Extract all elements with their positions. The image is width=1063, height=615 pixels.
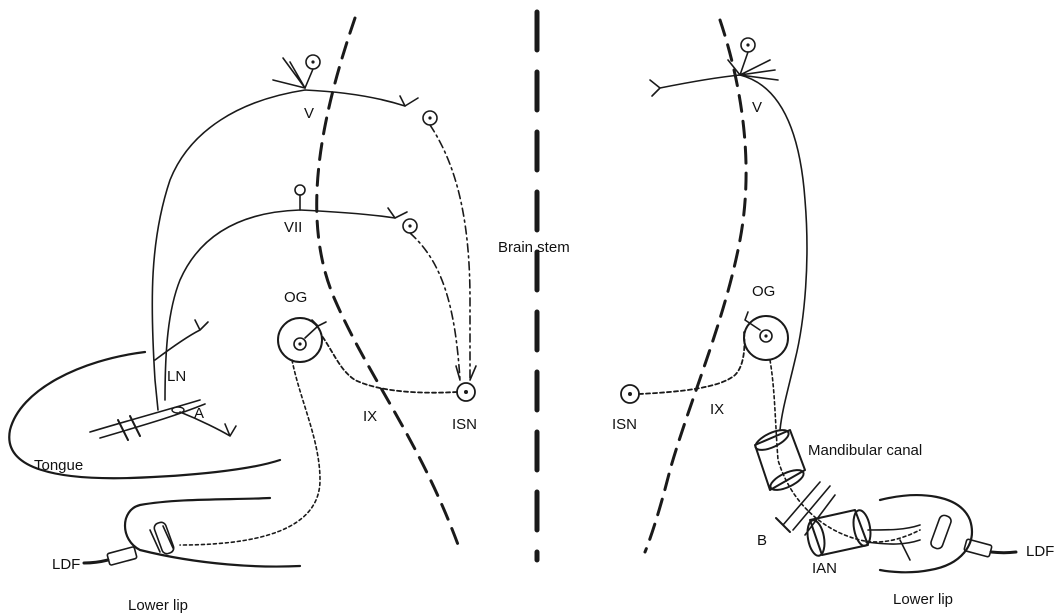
label-ldf-right: LDF xyxy=(1026,543,1054,560)
label-v-left: V xyxy=(304,105,314,122)
label-ix-right: IX xyxy=(710,401,724,418)
label-og-left: OG xyxy=(284,289,307,306)
left-postganglionic-fibre xyxy=(180,360,320,545)
right-ix-fibre xyxy=(639,332,744,394)
label-brain-stem: Brain stem xyxy=(498,239,570,256)
right-isn-neuron xyxy=(621,385,639,403)
label-lower-lip-right: Lower lip xyxy=(893,591,953,608)
label-ldf-left: LDF xyxy=(52,556,80,573)
left-lower-lip xyxy=(125,498,300,567)
label-isn-right: ISN xyxy=(612,416,637,433)
label-ian: IAN xyxy=(812,560,837,577)
left-ldf-probe xyxy=(84,547,137,566)
ian-canal-segment xyxy=(805,509,920,557)
left-isn-v-neuron xyxy=(423,111,470,380)
label-mandibular-canal: Mandibular canal xyxy=(808,442,922,459)
left-isn-vii-neuron xyxy=(403,219,460,380)
label-v-right: V xyxy=(752,99,762,116)
label-isn-left: ISN xyxy=(452,416,477,433)
right-lower-lip xyxy=(880,495,972,572)
left-brainstem-boundary xyxy=(317,18,460,550)
label-ln: LN xyxy=(167,368,186,385)
left-ix-fibre xyxy=(322,336,457,393)
right-otic-ganglion xyxy=(744,312,788,360)
label-vii: VII xyxy=(284,219,302,236)
label-og-right: OG xyxy=(752,283,775,300)
left-otic-ganglion xyxy=(278,318,326,362)
right-brainstem-boundary xyxy=(645,20,746,552)
label-ix-left: IX xyxy=(363,408,377,425)
right-ldf-probe xyxy=(964,539,1016,557)
mandibular-canal-segment-upper xyxy=(753,426,807,494)
label-a: A xyxy=(194,405,204,422)
lingual-nerve xyxy=(90,320,208,440)
right-trigeminal-neuron xyxy=(650,38,807,430)
label-b: B xyxy=(757,532,767,549)
label-lower-lip-left: Lower lip xyxy=(128,597,188,614)
label-tongue: Tongue xyxy=(34,457,83,474)
